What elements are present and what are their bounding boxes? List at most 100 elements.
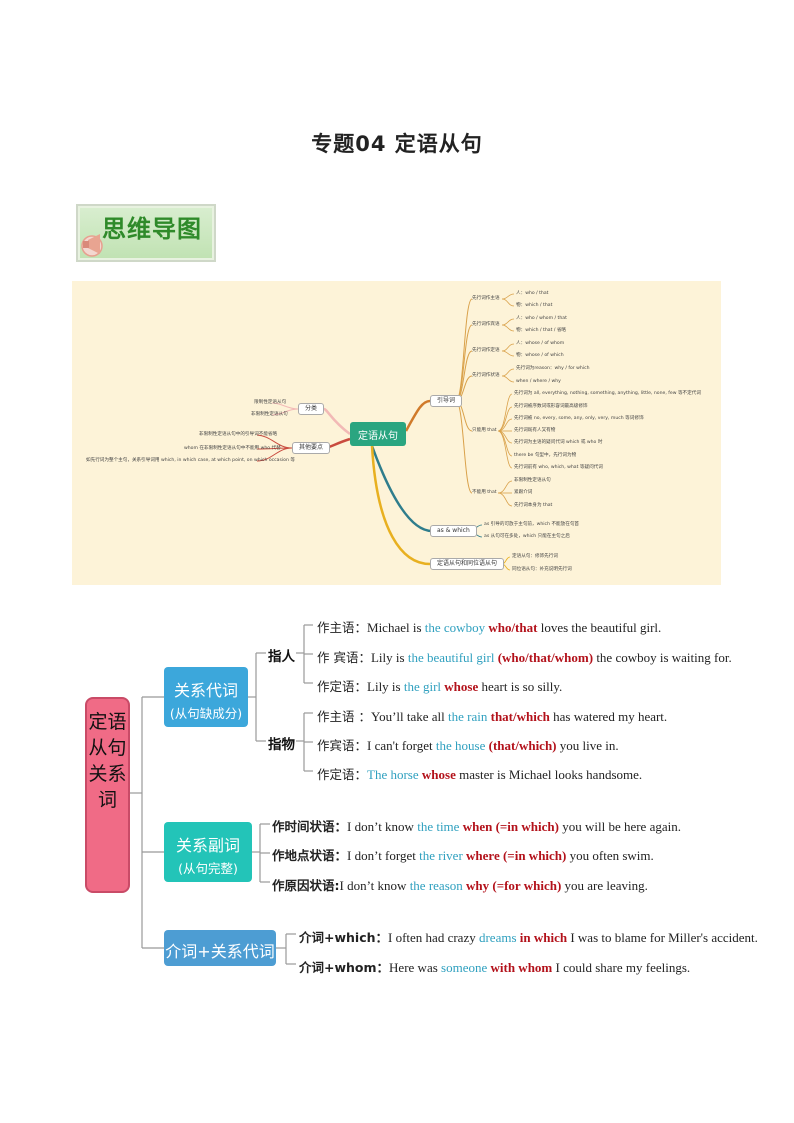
antecedent: the girl <box>403 679 445 694</box>
row-label: 作主语 ： <box>317 709 371 724</box>
row-text: I often had crazy <box>388 930 479 945</box>
row-text: the cowboy is waiting for. <box>593 650 732 665</box>
row-text: has watered my heart. <box>549 709 668 724</box>
example-row: 介词+whom：Here was someone with whom I cou… <box>299 957 690 976</box>
relative-word: with whom <box>490 960 553 975</box>
row-label: 作主语： <box>317 620 368 635</box>
mind-map-badge: 思维导图 <box>72 200 216 262</box>
example-row: 作时间状语：I don’t know the time when (=in wh… <box>272 816 681 835</box>
antecedent: the rain <box>448 709 491 724</box>
sub-dingyu: 先行词作定语 <box>472 348 500 353</box>
row-text: Michael is <box>367 620 425 635</box>
row-text: Lily is <box>367 679 404 694</box>
relative-word: (who/that/whom) <box>497 650 594 665</box>
leaf: 先行词被 no, every, some, any, only, very, m… <box>514 416 644 421</box>
group-thing: 指物 <box>268 737 295 753</box>
sub-zhuangyu: 先行词作状语 <box>472 373 500 378</box>
row-text: I was to blame for Miller's accident. <box>567 930 758 945</box>
category-title: 关系副词 <box>175 836 240 855</box>
leaf: there be 句型中，先行词为物 <box>514 453 577 458</box>
leaf: as 从句可在多处，which 只能在主句之后 <box>484 534 570 539</box>
antecedent: the time <box>417 819 463 834</box>
leaf: 先行词被序数词或形容词最高级修饰 <box>514 404 588 409</box>
sub-zhuyu: 先行词作主语 <box>472 296 500 301</box>
row-text: you often swim. <box>566 848 654 863</box>
leaf: 非限制性定语从句中的引导词不能省略 <box>199 432 278 437</box>
row-text: loves the beautiful girl. <box>537 620 662 635</box>
example-row: 作 宾语：Lily is the beautiful girl (who/tha… <box>317 647 732 666</box>
leaf: 非限制性定语从句 <box>514 478 551 483</box>
row-text: I don’t forget <box>347 848 420 863</box>
relative-word: whose <box>421 767 456 782</box>
leaf: 非限制性定语从句 <box>251 412 288 417</box>
page-title: 专题04 定语从句 <box>311 132 483 156</box>
node-yindaoci: 引导词 <box>430 395 463 407</box>
antecedent: the house <box>435 738 489 753</box>
leaf: 先行词为 all, everything, nothing, something… <box>514 391 701 396</box>
node-as-which: as & which <box>430 525 477 537</box>
leaf: 限制性定语从句 <box>254 400 287 405</box>
relative-word: when (=in which) <box>462 819 559 834</box>
row-text: you will be here again. <box>558 819 681 834</box>
row-label: 作时间状语： <box>272 819 348 834</box>
leaf: 同位语从句：补充说明先行词 <box>512 567 572 572</box>
relative-word: (that/which) <box>488 738 557 753</box>
node-nandian: 其他要点 <box>292 442 331 454</box>
badge-label: 思维导图 <box>102 215 202 243</box>
antecedent: the beautiful girl <box>407 650 498 665</box>
antecedent: someone <box>441 960 491 975</box>
antecedent: The horse <box>367 767 422 782</box>
node-tongwei: 定语从句和同位语从句 <box>430 558 505 570</box>
category-relative-adverb: 关系副词 (从句完整) <box>164 822 252 882</box>
antecedent: the reason <box>409 878 466 893</box>
leaf: when / where / why <box>516 379 561 384</box>
leaf: 物：whose / of which <box>516 353 564 358</box>
category-relative-pronoun: 关系代词 (从句缺成分) <box>164 667 248 727</box>
antecedent: the river <box>419 848 467 863</box>
row-label: 介词+whom： <box>299 960 390 975</box>
leaf: as 引导的可放于主句前，which 不能放在句首 <box>484 522 580 527</box>
row-label: 作地点状语： <box>272 848 348 863</box>
row-text: I don’t know <box>347 819 418 834</box>
leaf: 物：which / that <box>516 303 553 308</box>
node-fenlei: 分类 <box>298 403 325 415</box>
mind-map-center-node: 定语从句 <box>350 422 406 446</box>
leaf: 先行词为主语的疑问代词 which 或 who 时 <box>514 440 603 445</box>
megaphone-icon <box>81 234 103 257</box>
row-label: 作定语： <box>317 767 368 782</box>
category-title: 关系代词 <box>173 681 238 700</box>
row-label: 作定语： <box>317 679 368 694</box>
leaf: 紧跟介词 <box>514 490 533 495</box>
example-row: 作宾语：I can't forget the house (that/which… <box>317 735 619 754</box>
leaf: 如先行词为整个主句，关系引导词用 which, in which case, a… <box>86 458 295 463</box>
example-row: 作定语：Lily is the girl whose heart is so s… <box>317 676 562 695</box>
leaf: 先行词本身为 that <box>514 503 553 508</box>
leaf: 人：who / whom / that <box>516 316 567 321</box>
row-text: Here was <box>389 960 442 975</box>
relative-word: why (=for which) <box>466 878 562 893</box>
sub-not-that: 不能用 that <box>472 490 497 495</box>
relative-word: where (=in which) <box>466 848 567 863</box>
leaf: 先行词既有人又有物 <box>514 428 556 433</box>
sub-only-that: 只能用 that <box>472 428 497 433</box>
leaf: 物：which / that / 省略 <box>516 328 567 333</box>
row-label: 作宾语： <box>317 738 368 753</box>
category-note: (从句完整) <box>178 861 238 876</box>
relative-word: in which <box>519 930 568 945</box>
mind-map: 定语从句 引导词 as & which 定语从句和同位语从句 分类 其他要点 先… <box>72 281 721 585</box>
relative-word: whose <box>444 679 479 694</box>
row-text: I don’t know <box>339 878 410 893</box>
row-text: You’ll take all <box>370 709 449 724</box>
category-title: 介词+关系代词 <box>165 942 275 961</box>
row-label: 作原因状语: <box>272 878 340 893</box>
antecedent: the cowboy <box>424 620 489 635</box>
example-row: 作原因状语:I don’t know the reason why (=for … <box>272 875 648 894</box>
row-label: 介词+which： <box>299 930 389 945</box>
leaf: whom 在非限制性定语从句中不能用 who 代替 <box>184 446 281 451</box>
example-row: 作定语：The horse whose master is Michael lo… <box>317 764 642 783</box>
example-row: 作主语 ：You’ll take all the rain that/which… <box>317 706 667 725</box>
antecedent: dreams <box>478 930 520 945</box>
relative-word: that/which <box>490 709 550 724</box>
example-row: 介词+which：I often had crazy dreams in whi… <box>299 927 758 946</box>
